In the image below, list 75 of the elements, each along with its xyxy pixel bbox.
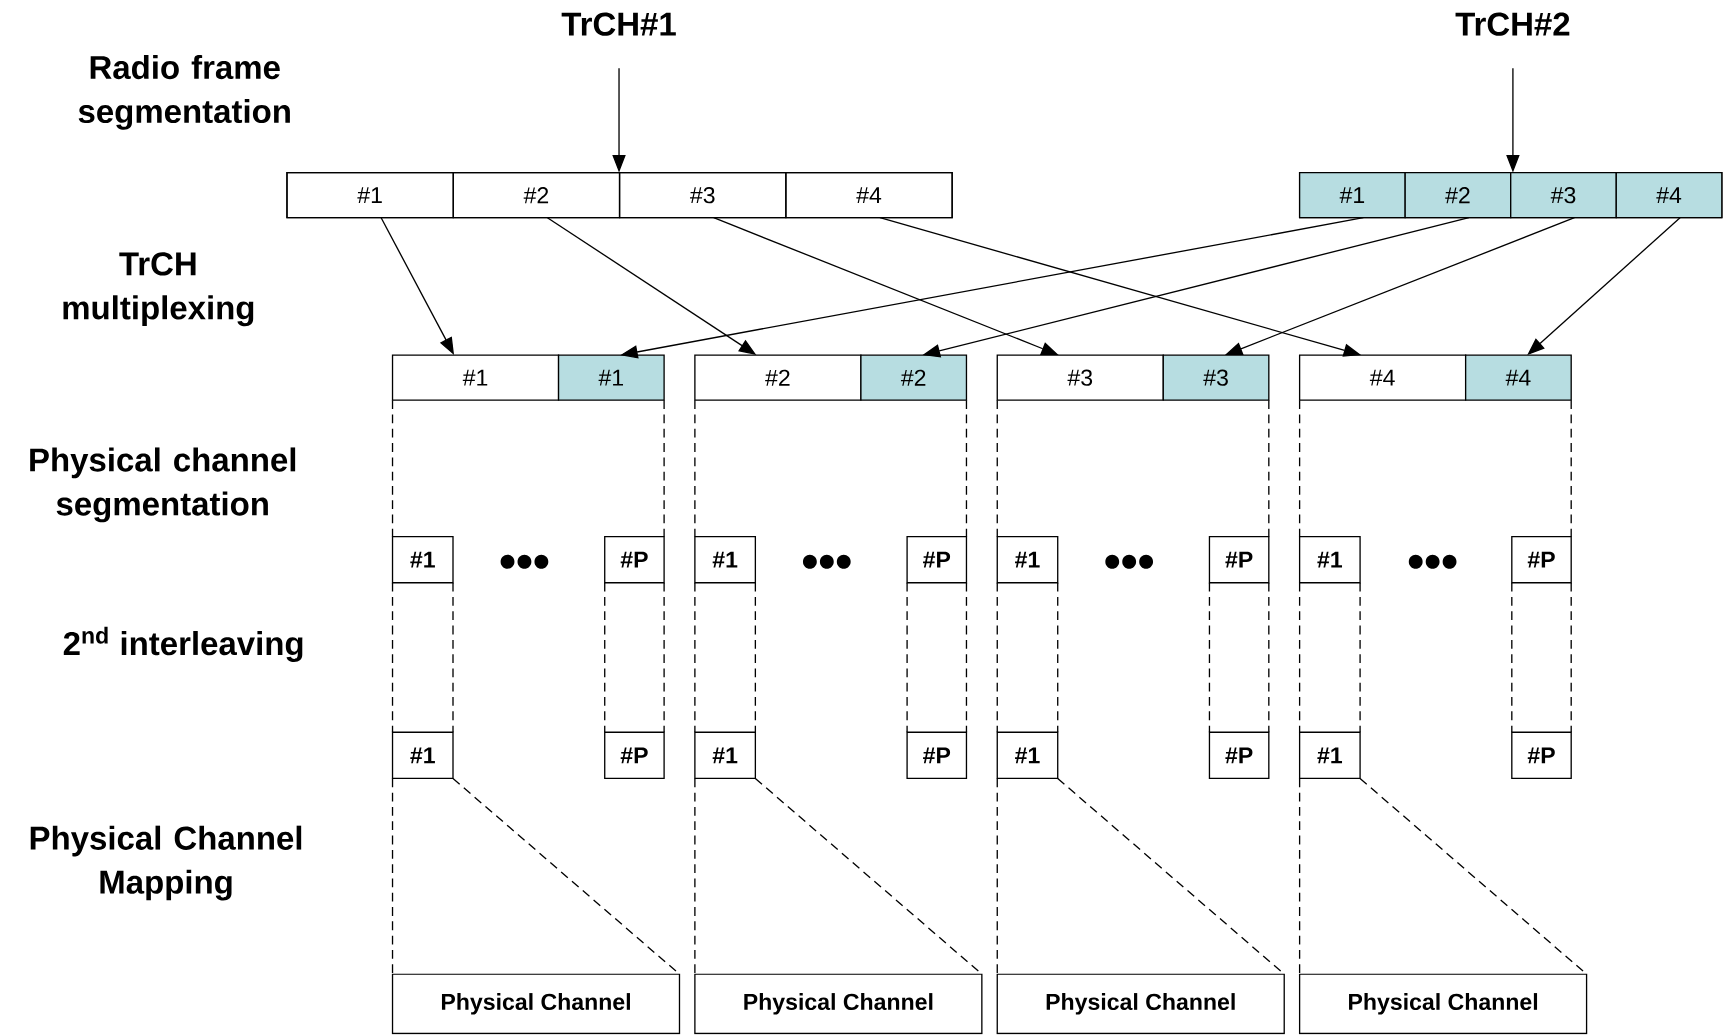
- dashed-line: [1298, 399, 1301, 538]
- segment-box: #P: [1511, 731, 1572, 780]
- ellipsis: •••: [1105, 554, 1154, 569]
- physical-channel-box: Physical Channel: [1298, 973, 1588, 1035]
- segment-box: #P: [1511, 536, 1572, 584]
- dashed-line: [1298, 582, 1301, 734]
- segment-cell: #4: [1615, 172, 1723, 219]
- segment-box: #1: [996, 731, 1059, 780]
- step-label: Radio frame segmentation: [78, 55, 290, 130]
- dashed-line: [1570, 399, 1572, 538]
- ellipsis: •••: [500, 554, 549, 569]
- physical-channel-box: Physical Channel: [996, 973, 1285, 1035]
- dashed-line: [1511, 582, 1513, 734]
- dashed-line: [1359, 582, 1361, 734]
- segment-box: #1: [391, 731, 454, 780]
- segment-box: #P: [604, 536, 665, 584]
- dashed-line: [391, 582, 394, 734]
- segment-cell: #1: [391, 354, 560, 402]
- step-label: TrCH multiplexing: [63, 252, 254, 327]
- dashed-line: [996, 582, 998, 734]
- dashed-line: [1298, 777, 1301, 975]
- segment-box: #1: [1298, 731, 1361, 780]
- segment-cell: #1: [557, 354, 665, 402]
- segment-cell: #3: [996, 354, 1164, 402]
- dashed-line: [663, 582, 665, 734]
- step-label: 2$^{nd}$ interleaving: [63, 626, 303, 663]
- channel-label: TrCH#2: [1455, 12, 1570, 37]
- dashed-line: [906, 582, 908, 734]
- segment-box: #1: [1298, 536, 1361, 584]
- segment-box: #P: [1208, 731, 1270, 780]
- dashed-line: [1057, 582, 1059, 734]
- physical-channel-box: Physical Channel: [694, 973, 983, 1035]
- dashed-line: [1570, 582, 1572, 734]
- segment-box: #1: [996, 536, 1059, 584]
- dashed-line: [754, 582, 756, 734]
- segment-box: #1: [694, 536, 756, 584]
- step-label: Physical Channel Mapping: [30, 825, 302, 901]
- segment-cell: #4: [785, 172, 953, 219]
- dashed-line: [694, 777, 696, 975]
- segment-cell: #4: [1465, 354, 1572, 402]
- segment-cell: #2: [694, 354, 862, 402]
- dashed-line: [391, 777, 394, 975]
- segment-cell: #2: [452, 172, 621, 219]
- dashed-line: [1268, 582, 1270, 734]
- segment-box: #1: [694, 731, 756, 780]
- segment-cell: #3: [618, 172, 787, 219]
- segment-cell: #1: [1298, 172, 1406, 219]
- segment-cell: #2: [1404, 172, 1512, 219]
- step-label: Physical channel segmentation: [30, 447, 296, 523]
- channel-label: TrCH#1: [561, 12, 676, 37]
- dashed-line: [996, 399, 998, 538]
- segment-cell: #3: [1162, 354, 1270, 402]
- segment-box: #P: [906, 536, 968, 584]
- ellipsis: •••: [1408, 554, 1457, 569]
- dashed-line: [604, 582, 606, 734]
- segment-box: #P: [604, 731, 665, 780]
- dashed-line: [694, 399, 696, 538]
- dashed-line: [965, 582, 968, 734]
- dashed-line: [694, 582, 696, 734]
- dashed-line: [452, 582, 454, 734]
- physical-channel-box: Physical Channel: [391, 973, 681, 1035]
- dashed-line: [965, 399, 968, 538]
- segment-box: #P: [1208, 536, 1270, 584]
- dashed-line: [1268, 399, 1270, 538]
- segment-box: #P: [906, 731, 968, 780]
- segment-box: #1: [391, 536, 454, 584]
- dashed-line: [663, 399, 665, 538]
- segment-cell: #4: [1298, 354, 1467, 402]
- dashed-line: [1208, 582, 1211, 734]
- segment-cell: #1: [286, 172, 454, 219]
- segment-cell: #2: [860, 354, 968, 402]
- dashed-line: [996, 777, 998, 975]
- segment-cell: #3: [1510, 172, 1617, 219]
- ellipsis: •••: [802, 554, 851, 569]
- dashed-line: [391, 399, 394, 538]
